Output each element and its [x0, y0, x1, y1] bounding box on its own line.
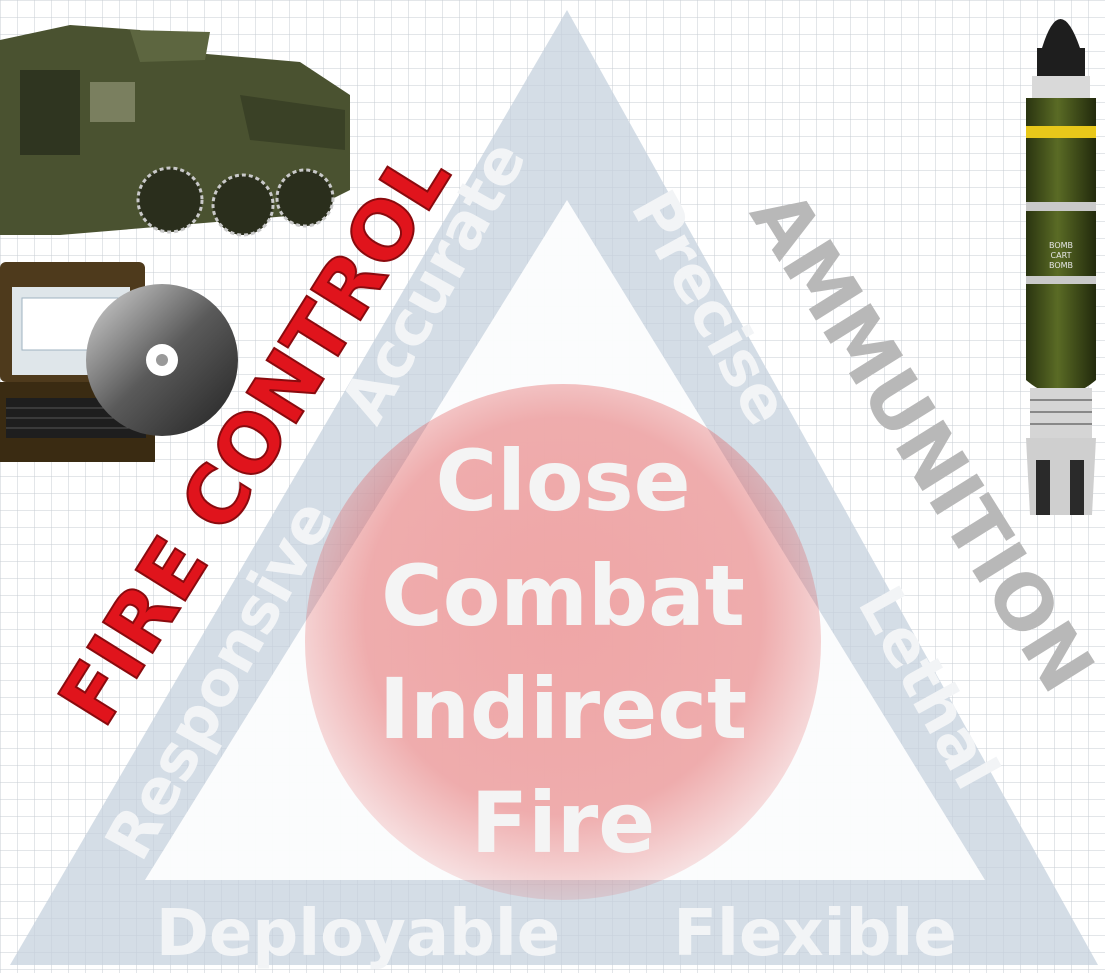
center-line-1: Close [435, 432, 690, 530]
center-line-2: Combat [381, 547, 745, 645]
center-text: Close Combat Indirect Fire [379, 432, 747, 872]
armored-vehicle-icon [0, 25, 350, 237]
shell-marking-2: CART [1051, 251, 1072, 260]
side-label-deployable: Deployable [156, 897, 560, 971]
mortar-round-icon: BOMB CART BOMB [1026, 19, 1096, 515]
shell-marking-1: BOMB [1049, 241, 1073, 250]
disc-icon [86, 284, 238, 436]
center-line-4: Fire [471, 774, 656, 872]
center-line-3: Indirect [379, 660, 747, 758]
center-circle [305, 384, 821, 900]
shell-marking-3: BOMB [1049, 261, 1073, 270]
side-label-flexible: Flexible [673, 897, 956, 971]
